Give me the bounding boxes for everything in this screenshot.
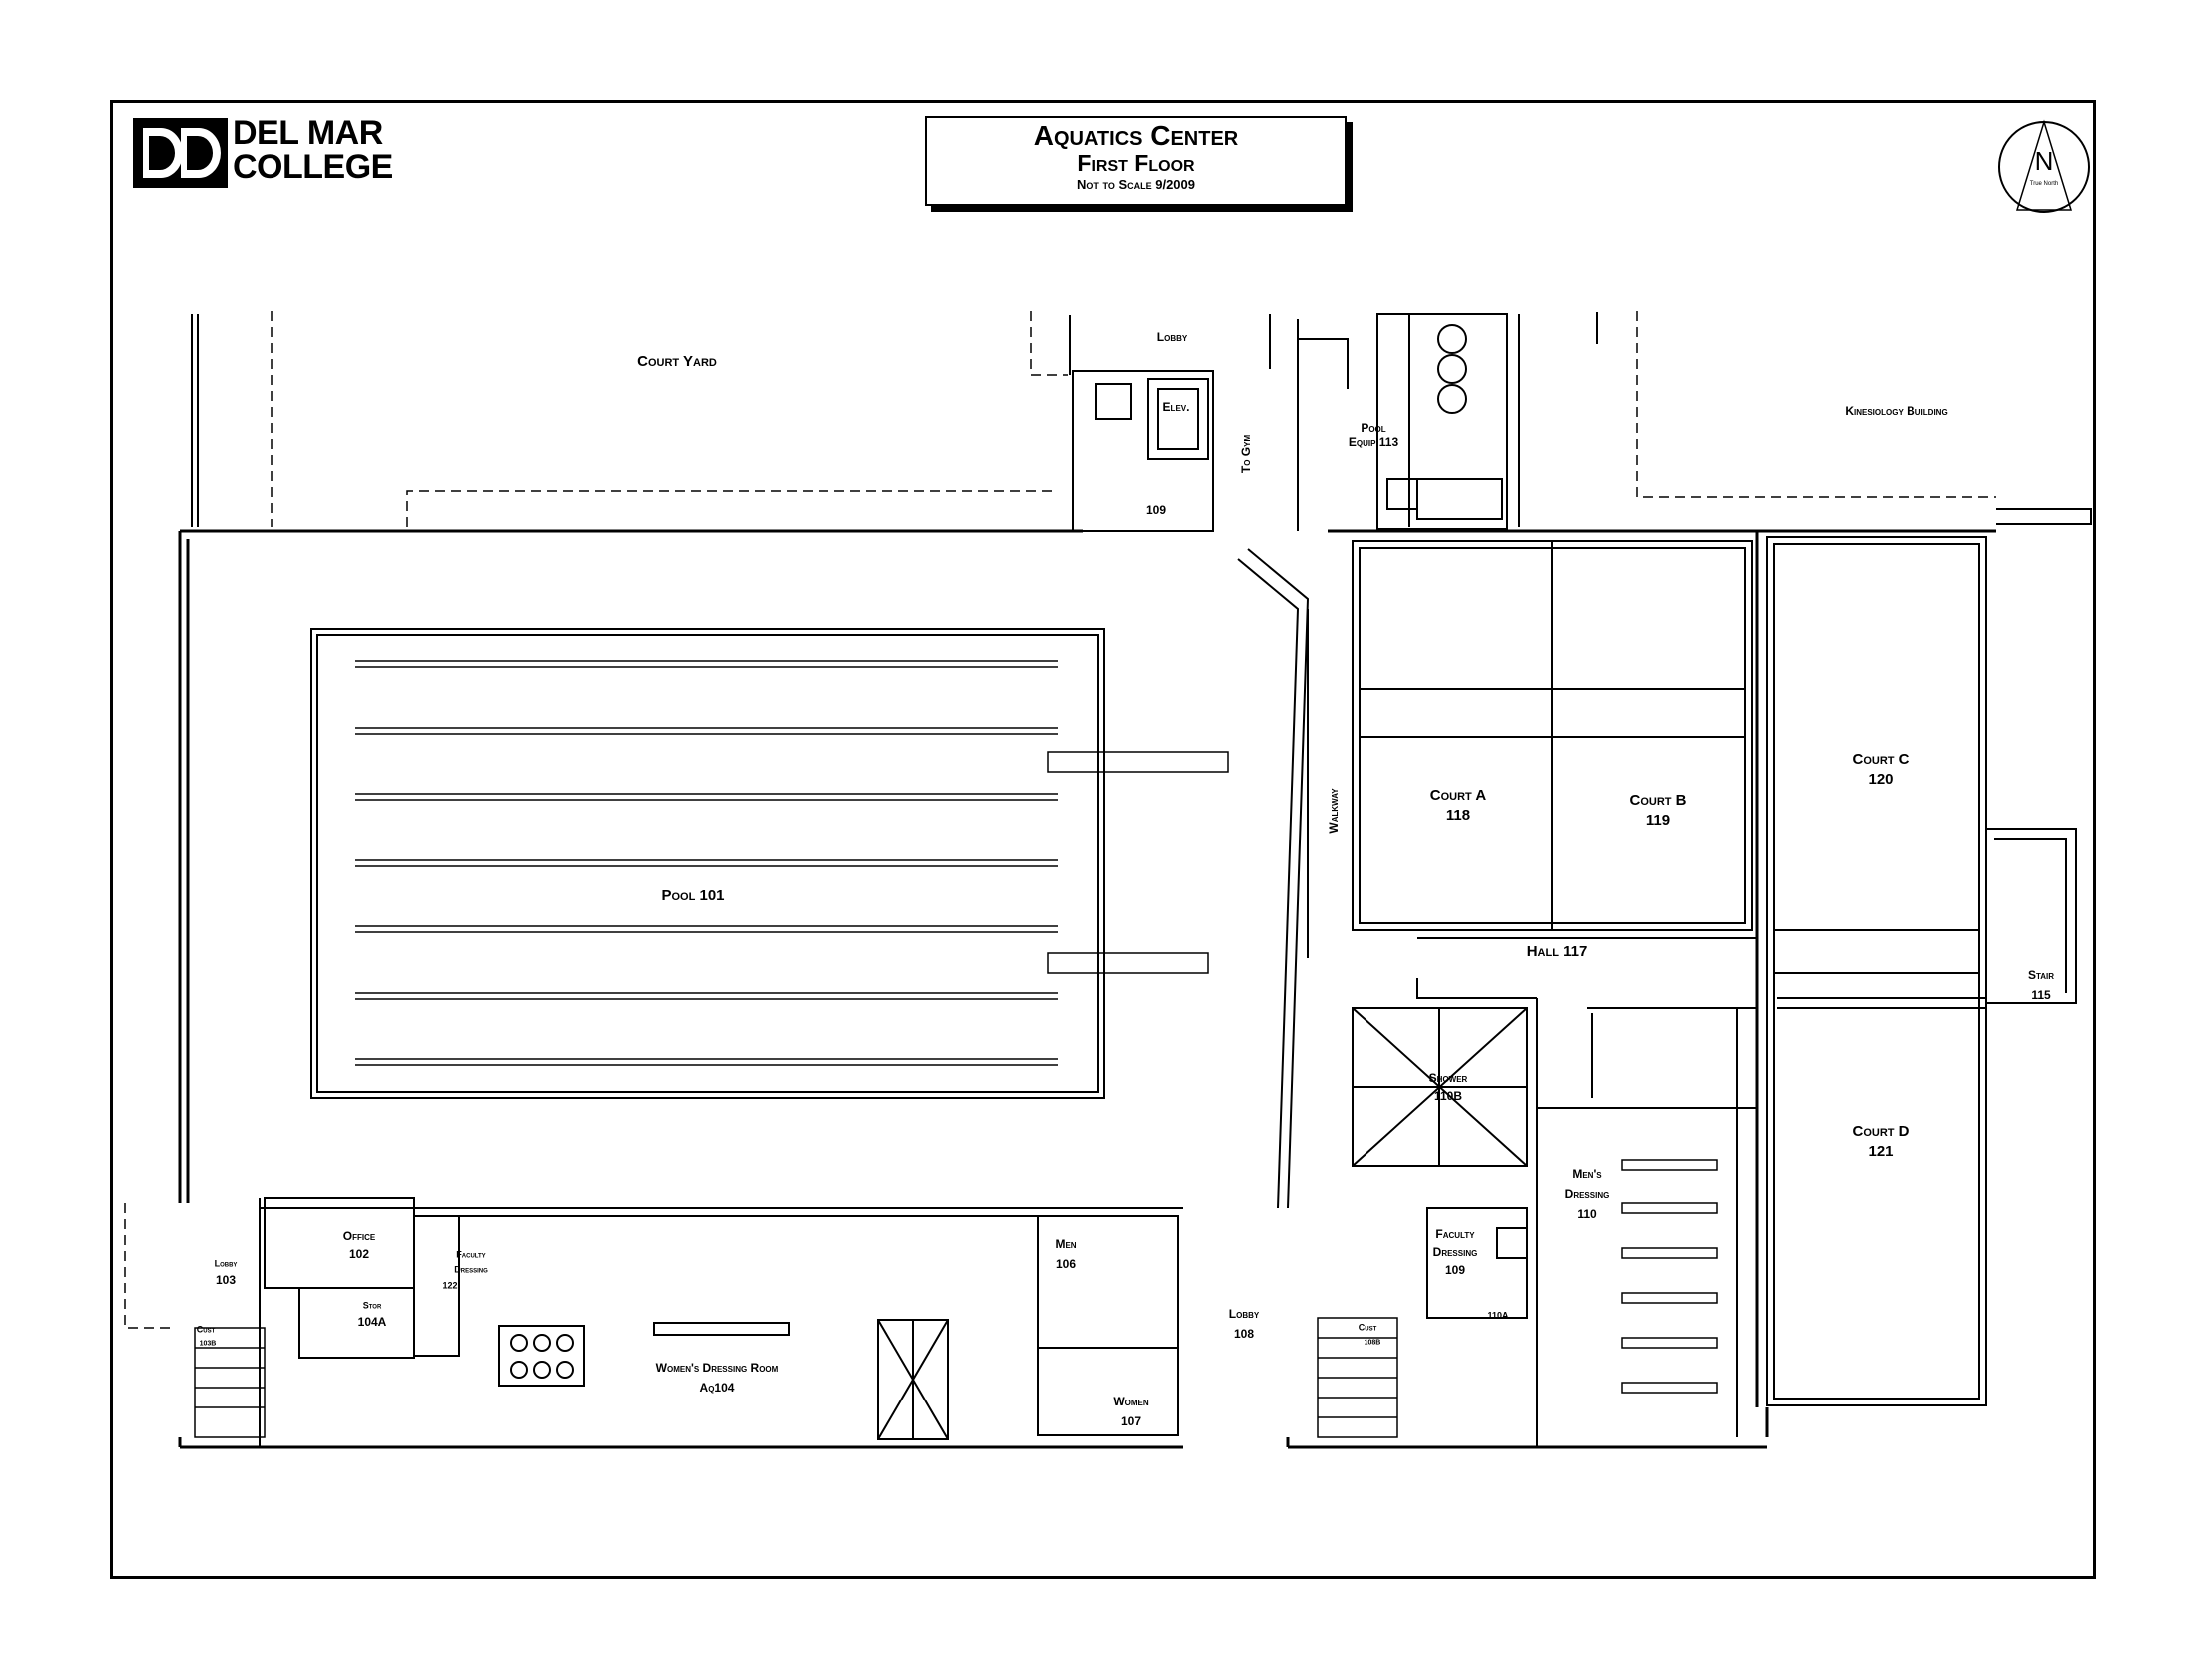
hall-117 xyxy=(1416,937,1986,1009)
pool-101 xyxy=(310,628,1229,1099)
compass-letter: N xyxy=(2035,146,2054,176)
label-stor-num: 104A xyxy=(357,1315,387,1329)
label-shower: Shower xyxy=(1428,1071,1468,1085)
top-lobby-block xyxy=(1072,313,1508,532)
label-cust-right: Cust xyxy=(1358,1322,1377,1333)
label-cust-right-num: 108B xyxy=(1364,1339,1381,1347)
label-court-a-num: 118 xyxy=(1445,807,1471,824)
label-office-num: 102 xyxy=(348,1247,370,1261)
north-arrow-icon: N True North xyxy=(1998,119,2090,213)
drawing-frame xyxy=(110,100,2096,1579)
label-stair-num: 115 xyxy=(2031,988,2051,1002)
label-lobby-103-num: 103 xyxy=(215,1273,237,1287)
label-pool-101: Pool 101 xyxy=(661,887,725,904)
label-womens-dressing-room-num: Aq104 xyxy=(699,1381,735,1395)
label-cust-left: Cust xyxy=(196,1324,216,1335)
label-elevator: Elev. xyxy=(1162,400,1190,414)
label-pool-equip: Pool Equip 113 xyxy=(1348,421,1399,449)
diving-boards xyxy=(1047,751,1229,974)
shower-110b xyxy=(1352,1007,1528,1167)
label-stor: Stor xyxy=(362,1300,382,1311)
label-court-d-num: 121 xyxy=(1868,1143,1894,1160)
label-hall-117: Hall 117 xyxy=(1526,943,1588,960)
mens-benches xyxy=(1621,1159,1718,1394)
label-faculty-dressing-right-2: Dressing xyxy=(1432,1245,1478,1259)
label-womens-dressing-room: Women's Dressing Room xyxy=(655,1361,779,1375)
logo-line-1: DEL MAR xyxy=(233,114,383,152)
label-walkway: Walkway xyxy=(1327,788,1341,834)
title-main: Aquatics Center xyxy=(1033,120,1239,151)
label-women-num: 107 xyxy=(1120,1414,1142,1428)
label-faculty-dressing-left-num: 122 xyxy=(442,1280,458,1291)
courts-block xyxy=(1352,536,2077,1406)
title-note: Not to Scale 9/2009 xyxy=(1077,177,1195,192)
building-outline xyxy=(178,529,1996,1449)
label-office: Office xyxy=(342,1229,376,1243)
label-court-d: Court D xyxy=(1852,1123,1910,1140)
label-kinesiology-building: Kinesiology Building xyxy=(1845,404,1948,418)
label-faculty-dressing-right-num: 109 xyxy=(1444,1263,1466,1277)
context-dashed-lines xyxy=(124,311,1996,1329)
label-court-a: Court A xyxy=(1429,787,1487,804)
label-room-109-top: 109 xyxy=(1145,503,1167,517)
label-faculty-dressing-left-2: Dressing xyxy=(454,1264,488,1275)
label-court-c-num: 120 xyxy=(1868,771,1894,788)
label-court-b: Court B xyxy=(1629,792,1687,809)
logo-line-2: COLLEGE xyxy=(233,148,393,186)
label-mens-dressing: Men's xyxy=(1572,1167,1602,1181)
stairs-left xyxy=(194,1327,266,1438)
label-room-110a: 110A xyxy=(1487,1310,1509,1321)
title-block: Aquatics Center First Floor Not to Scale… xyxy=(925,116,1347,206)
del-mar-college-logo: DEL MAR COLLEGE xyxy=(133,116,432,192)
label-lobby-top: Lobby xyxy=(1156,330,1188,344)
label-women: Women xyxy=(1113,1395,1149,1408)
walkway xyxy=(1237,548,1310,1209)
label-lobby-108: Lobby xyxy=(1228,1307,1260,1321)
label-lobby-108-num: 108 xyxy=(1233,1327,1255,1341)
label-mens-dressing-2: Dressing xyxy=(1564,1187,1610,1201)
label-mens-dressing-num: 110 xyxy=(1577,1207,1597,1221)
dmc-logo-mark xyxy=(133,118,228,188)
label-faculty-dressing-left: Faculty xyxy=(456,1249,486,1260)
label-men-num: 106 xyxy=(1055,1257,1077,1271)
stairs-right xyxy=(1317,1317,1398,1438)
label-men: Men xyxy=(1055,1237,1077,1251)
label-court-c: Court C xyxy=(1852,751,1910,768)
mens-dressing-area xyxy=(1426,998,1757,1447)
pool-lane-lines xyxy=(355,660,1058,1066)
title-sub: First Floor xyxy=(1077,150,1195,176)
label-shower-num: 110B xyxy=(1433,1089,1463,1103)
sinks-women xyxy=(498,1325,585,1387)
label-cust-left-num: 103B xyxy=(199,1340,217,1348)
label-lobby-103: Lobby xyxy=(214,1258,238,1269)
label-court-yard: Court Yard xyxy=(637,353,717,370)
context-walls xyxy=(191,312,2092,527)
lower-left-wing xyxy=(259,1197,1183,1447)
compass-caption: True North xyxy=(2030,181,2058,187)
label-court-b-num: 119 xyxy=(1645,812,1671,829)
label-to-gym: To Gym xyxy=(1239,434,1253,474)
label-stair: Stair xyxy=(2027,968,2055,982)
label-faculty-dressing-right: Faculty xyxy=(1435,1227,1475,1241)
logo-text: DEL MAR COLLEGE xyxy=(233,116,393,184)
